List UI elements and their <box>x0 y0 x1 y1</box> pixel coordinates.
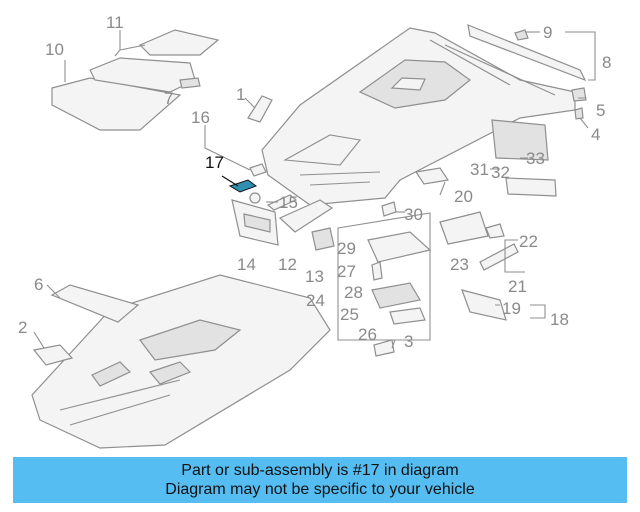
map-lamp <box>278 199 335 251</box>
label-29: 29 <box>337 239 356 258</box>
label-3: 3 <box>404 332 413 351</box>
label-19: 19 <box>502 299 521 318</box>
label-15: 15 <box>279 193 298 212</box>
label-28: 28 <box>344 283 363 302</box>
label-10: 10 <box>45 40 64 59</box>
label-25: 25 <box>340 305 359 324</box>
caption-line-1: Part or sub-assembly is #17 in diagram <box>181 462 459 479</box>
sun-visor-assembly <box>231 163 298 246</box>
part-17-highlight <box>221 175 258 193</box>
label-17: 17 <box>205 153 224 172</box>
label-18: 18 <box>550 310 569 329</box>
label-13: 13 <box>305 267 324 286</box>
sunroof-glass-6 <box>50 284 140 323</box>
label-27: 27 <box>337 262 356 281</box>
caption-line-2: Diagram may not be specific to your vehi… <box>165 481 475 498</box>
label-14: 14 <box>237 255 256 274</box>
caption-bar: Part or sub-assembly is #17 in diagram D… <box>13 457 627 503</box>
label-31: 31 <box>470 160 489 179</box>
label-11: 11 <box>106 13 124 32</box>
sound-pad-panels <box>51 29 220 131</box>
label-26: 26 <box>358 325 377 344</box>
right-side-parts <box>381 119 557 321</box>
label-32: 32 <box>491 163 510 182</box>
headliner-lower <box>31 274 331 449</box>
label-30: 30 <box>404 205 423 224</box>
label-23: 23 <box>450 255 469 274</box>
label-12: 12 <box>278 255 297 274</box>
label-1: 1 <box>236 85 245 104</box>
label-22: 22 <box>519 232 538 251</box>
label-8: 8 <box>602 53 611 72</box>
label-6: 6 <box>34 275 43 294</box>
overhead-console-group <box>337 212 432 357</box>
label-21: 21 <box>508 277 527 296</box>
label-24: 24 <box>306 291 325 310</box>
label-4: 4 <box>591 125 600 144</box>
label-16: 16 <box>191 108 210 127</box>
headliner-upper <box>261 27 576 206</box>
label-20: 20 <box>454 187 473 206</box>
label-2: 2 <box>18 318 27 337</box>
label-7: 7 <box>164 89 173 108</box>
label-9: 9 <box>543 23 552 42</box>
grab-handle-1 <box>247 95 273 123</box>
parts-diagram: 1 2 3 4 5 6 7 8 9 10 11 12 13 14 15 16 1… <box>18 13 611 449</box>
label-5: 5 <box>596 101 605 120</box>
callout-labels: 1 2 3 4 5 6 7 8 9 10 11 12 13 14 15 16 1… <box>18 13 611 351</box>
leader-lines <box>33 30 596 349</box>
label-33: 33 <box>526 149 545 168</box>
